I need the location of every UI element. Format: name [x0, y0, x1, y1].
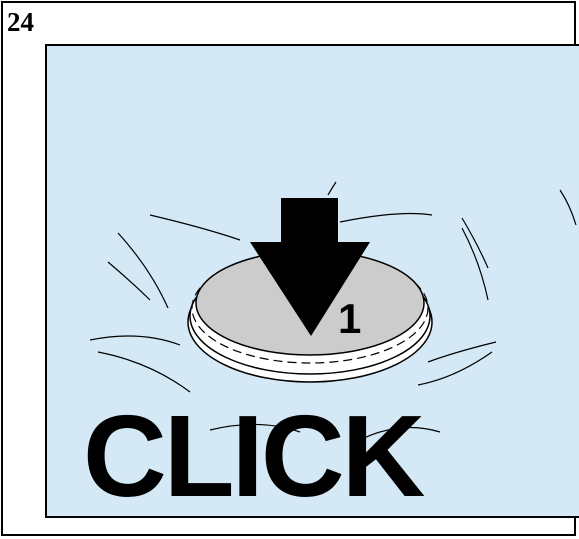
down-arrow-icon [250, 198, 370, 336]
click-label: CLICK [83, 391, 425, 521]
burst-line [89, 335, 181, 346]
burst-line [339, 212, 433, 223]
arrow-label: 1 [338, 295, 361, 342]
burst-line [461, 217, 489, 269]
burst-line [559, 189, 577, 226]
burst-line [417, 351, 493, 386]
burst-lines [89, 181, 577, 441]
step-number: 24 [7, 7, 34, 37]
burst-line [107, 261, 151, 301]
burst-line [327, 181, 337, 196]
burst-line [117, 232, 169, 309]
burst-line [427, 341, 497, 363]
burst-line [359, 426, 441, 441]
burst-line [149, 214, 241, 241]
burst-line [97, 351, 191, 393]
burst-line [209, 423, 301, 433]
burst-line [461, 227, 489, 301]
